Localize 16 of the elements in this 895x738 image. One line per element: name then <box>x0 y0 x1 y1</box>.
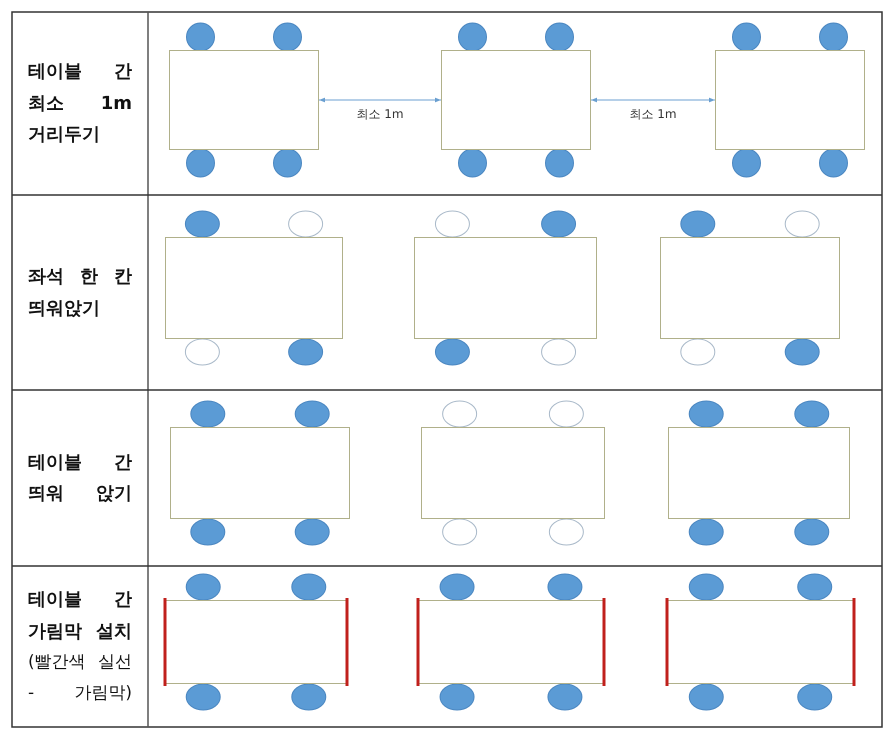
row-heading: (빨간색 실선 - 가림막) <box>28 651 132 705</box>
table-rect <box>169 50 319 150</box>
table-rect <box>441 50 591 150</box>
table-rect <box>170 427 350 519</box>
row-heading: 테이블 간 최소 1m 거리두기 <box>28 60 132 148</box>
table-rect <box>660 237 840 339</box>
table-rect <box>715 50 865 150</box>
distance-arrow <box>318 98 442 102</box>
table-rect <box>421 427 605 519</box>
table-rect <box>668 427 850 519</box>
table-rect <box>414 237 597 339</box>
row-heading: 테이블 간 가림막 설치 <box>28 588 132 644</box>
row-heading: 테이블 간 띄워 앉기 <box>28 450 132 506</box>
table-rect <box>165 237 343 339</box>
row-heading: 좌석 한 칸 띄워앉기 <box>28 265 132 320</box>
distance-arrow <box>590 98 716 102</box>
